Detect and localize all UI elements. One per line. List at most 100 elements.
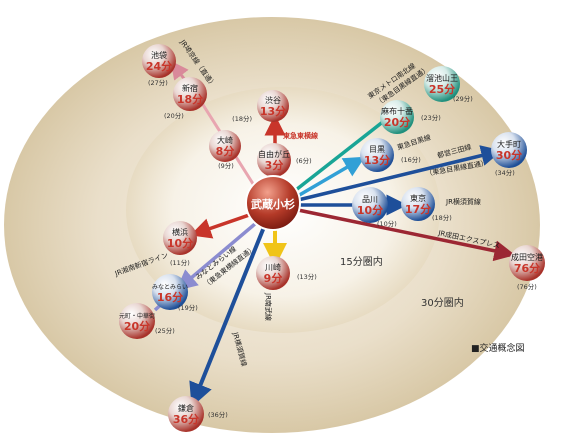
station-time: 17分 <box>405 202 431 216</box>
label-yokosuka-top: JR横須賀線 <box>445 197 481 206</box>
station-note: (18分) <box>232 114 252 123</box>
legend-text: ■交通概念図 <box>471 344 525 354</box>
station-note: (19分) <box>178 303 198 312</box>
route-meguro <box>295 156 366 199</box>
station-name: 大崎 <box>217 135 233 145</box>
station-name: 自由が丘 <box>258 149 290 159</box>
station-ball <box>142 44 176 78</box>
route-namboku <box>290 103 407 195</box>
station-time: 13分 <box>364 153 390 167</box>
station-time: 8分 <box>216 144 235 158</box>
station-name: 溜池山王 <box>426 73 458 83</box>
station-ball <box>168 396 204 432</box>
station-ball <box>509 245 545 281</box>
station-time: 24分 <box>146 59 172 73</box>
label-nambu: JR南武線 <box>264 292 273 321</box>
center-station-name: 武蔵小杉 <box>251 197 295 211</box>
route-yokosuka-bot <box>189 221 268 408</box>
station-note: (23分) <box>421 113 441 122</box>
station-note: (20分) <box>164 111 184 120</box>
station-time: 25分 <box>429 82 455 96</box>
station-note: (11分) <box>170 258 190 267</box>
route-nex <box>297 208 516 262</box>
station-time: 10分 <box>357 203 383 217</box>
station-time: 18分 <box>177 92 203 106</box>
station-note: (29分) <box>453 94 473 103</box>
station-name: みなとみらい <box>152 284 188 291</box>
station-ball <box>163 221 197 255</box>
station-time: 16分 <box>157 290 183 304</box>
station-time: 76分 <box>514 261 540 275</box>
station-name: 大手町 <box>497 139 521 149</box>
station-name: 横浜 <box>172 227 188 237</box>
station-note: (27分) <box>148 78 168 87</box>
station-time: 10分 <box>167 236 193 250</box>
station-ball <box>401 187 435 221</box>
station-time: 36分 <box>173 412 199 426</box>
station-name: 池袋 <box>151 50 167 60</box>
station-name: 新宿 <box>182 83 198 93</box>
center-station[interactable]: 武蔵小杉 <box>245 175 301 231</box>
station-name: 麻布十番 <box>381 106 413 116</box>
stations: 池袋24分(27分)新宿18分(20分)大崎8分(9分)渋谷13分(18分)自由… <box>119 44 545 432</box>
route-mita <box>297 145 503 202</box>
station-note: (13分) <box>297 272 317 281</box>
station-name: 成田空港 <box>511 252 543 262</box>
station-note: (76分) <box>517 282 537 291</box>
station-ball <box>380 100 414 134</box>
station-name: 鎌倉 <box>178 403 194 413</box>
station-time: 3分 <box>265 158 284 172</box>
station-ball <box>119 303 155 339</box>
station-ball <box>360 138 394 172</box>
station-name: 川崎 <box>265 262 281 272</box>
legend: ■交通概念図 <box>471 341 525 354</box>
station-name: 目黒 <box>369 145 385 154</box>
station-ball <box>257 90 289 122</box>
station-note: (36分) <box>208 410 228 419</box>
station-note: (6分) <box>296 156 312 165</box>
station-name: 東京 <box>410 193 426 203</box>
station-ball <box>256 256 290 290</box>
station-time: 13分 <box>260 104 286 118</box>
station-note: (9分) <box>218 161 234 170</box>
station-time: 20分 <box>124 319 150 333</box>
station-note: (16分) <box>401 155 421 164</box>
zone-label-15: 15分圏内 <box>340 255 383 268</box>
station-time: 9分 <box>264 271 283 285</box>
zone-label-30: 30分圏内 <box>421 296 464 309</box>
station-time: 20分 <box>384 115 410 129</box>
station-time: 30分 <box>496 148 522 162</box>
station-ball <box>209 130 241 162</box>
station-note: (34分) <box>495 168 515 177</box>
station-note: (18分) <box>432 213 452 222</box>
station-name: 品川 <box>362 195 378 204</box>
station-ball <box>424 66 460 102</box>
station-note: (25分) <box>155 326 175 335</box>
station-ball <box>352 187 388 223</box>
station-ball <box>173 77 207 111</box>
route-minatomirai <box>175 216 264 291</box>
station-note: (10分) <box>377 219 397 228</box>
station-ball <box>152 274 188 310</box>
station-name: 元町・中華街 <box>119 312 155 320</box>
label-toyoko: 東急東横線 <box>283 131 318 140</box>
station-ball <box>491 132 527 168</box>
